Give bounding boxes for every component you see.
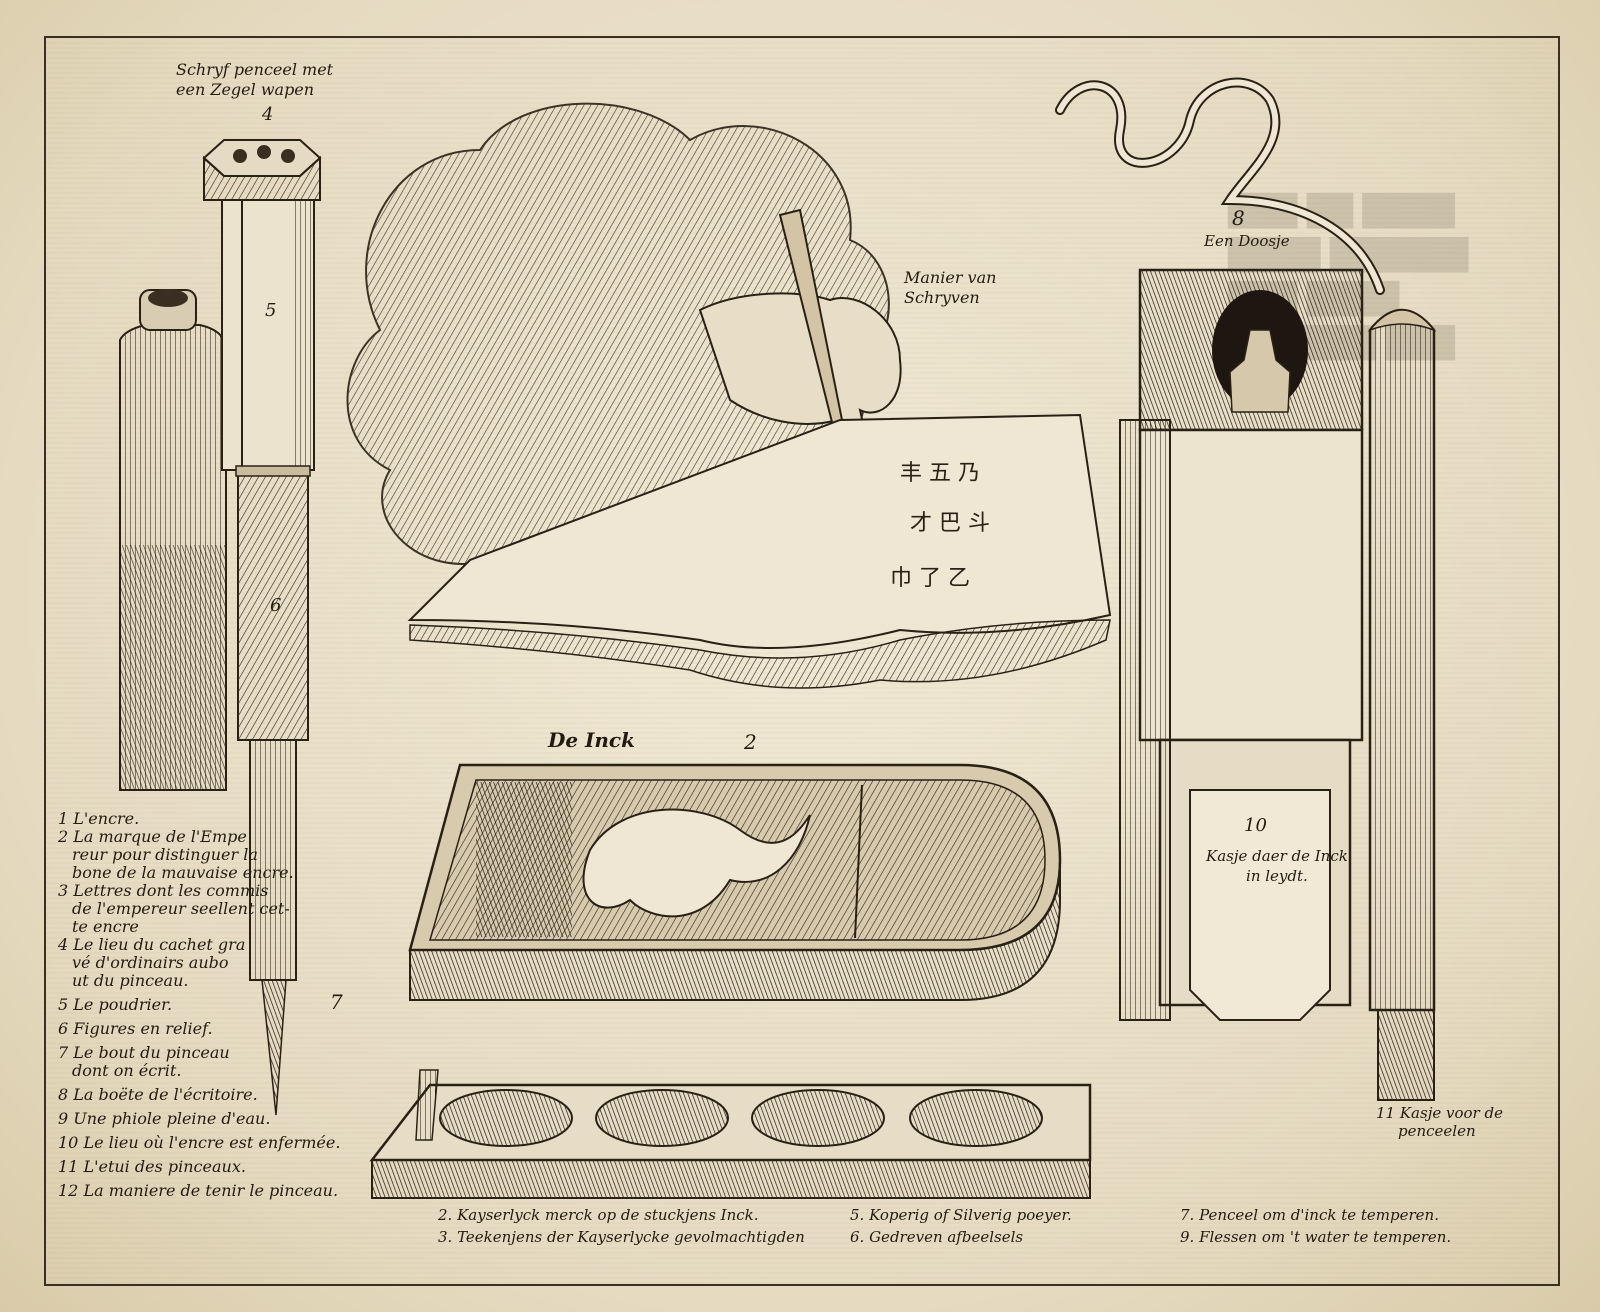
svg-text:丰 五 乃: 丰 五 乃 [900,461,980,486]
caption-brush-line1: Schryf penceel met [176,60,334,79]
label-5: 5 [265,300,277,321]
legend-line: 7 Le bout du pinceau [58,1043,230,1062]
dutch-legend-item: 6. Gedreven afbeelsels [850,1228,1024,1246]
caption-ink-text: De Inck [548,728,635,752]
caption-case-line1: Kasje daer de Inck [1206,847,1348,865]
caption-manner-line1: Manier van [904,268,997,287]
caption-box-text: Een Doosje [1204,232,1290,250]
dutch-legend-item: 5. Koperig of Silverig poeyer. [850,1206,1072,1224]
legend-line: 2 La marque de l'Empe [58,827,247,846]
legend-line: 8 La boëte de l'écritoire. [58,1085,258,1104]
legend-line: de l'empereur seellent cet- [72,899,290,918]
legend-line: vé d'ordinairs aubo [72,953,229,972]
caption-brush-line2: een Zegel wapen [176,80,315,99]
legend-line: reur pour distinguer la [72,845,258,864]
caption-brush-title: Schryf penceel met een Zegel wapen [176,60,333,100]
legend-line: 3 Lettres dont les commis [58,881,269,900]
label-8: 8 [1232,206,1245,230]
legend-line: 12 La maniere de tenir le pinceau. [58,1181,339,1200]
caption-ink: De Inck [548,728,635,752]
dutch-legend-item: 7. Penceel om d'inck te temperen. [1180,1206,1439,1224]
caption-ink-case: Kasje daer de Inck in leydt. [1206,846,1348,886]
writing-box [1055,77,1437,1101]
caption-brush-case-line1: 11 Kasje voor de [1376,1104,1503,1122]
dutch-legend-item: 2. Kayserlyck merck op de stuckjens Inck… [438,1206,759,1224]
legend-line: 9 Une phiole pleine d'eau. [58,1109,271,1128]
legend-line: te encre [72,917,139,936]
legend-line: bone de la mauvaise encre. [72,863,294,882]
svg-text:巾 了 乙: 巾 了 乙 [890,566,970,591]
ink-tray [369,1069,1092,1199]
legend-line: 5 Le poudrier. [58,995,173,1014]
legend-line: 4 Le lieu du cachet gra [58,935,246,954]
ink-cake [408,763,1062,1001]
writing-brush [202,139,322,1116]
label-6: 6 [270,595,282,616]
label-2: 2 [744,730,757,754]
paper-sheet: 丰 五 乃 才 巴 斗 巾 了 乙 [407,413,1112,689]
svg-text:才 巴 斗: 才 巴 斗 [910,511,990,536]
legend-line: 11 L'etui des pinceaux. [58,1157,246,1176]
caption-case-line2: in leydt. [1246,867,1308,885]
legend-line: 6 Figures en relief. [58,1019,213,1038]
legend-line: dont on écrit. [72,1061,182,1080]
caption-box: Een Doosje [1204,232,1290,250]
legend-line: 1 L'encre. [58,809,140,828]
french-legend: 1 L'encre. 2 La marque de l'Empe reur po… [58,810,388,1200]
label-10: 10 [1244,815,1267,836]
dutch-legend-item: 3. Teekenjens der Kayserlycke gevolmacht… [438,1228,805,1246]
ink-stick-case [119,289,227,791]
caption-brush-case-line2: penceelen [1398,1122,1476,1140]
caption-manner-line2: Schryven [904,288,980,307]
label-7: 7 [330,990,343,1014]
dutch-legend-item: 9. Flessen om 't water te temperen. [1180,1228,1452,1246]
caption-writing-manner: Manier van Schryven [904,268,996,308]
legend-line: ut du pinceau. [72,971,189,990]
legend-line: 10 Le lieu où l'encre est enfermée. [58,1133,341,1152]
label-4: 4 [262,104,274,125]
caption-brush-case: 11 Kasje voor de penceelen [1376,1104,1503,1140]
